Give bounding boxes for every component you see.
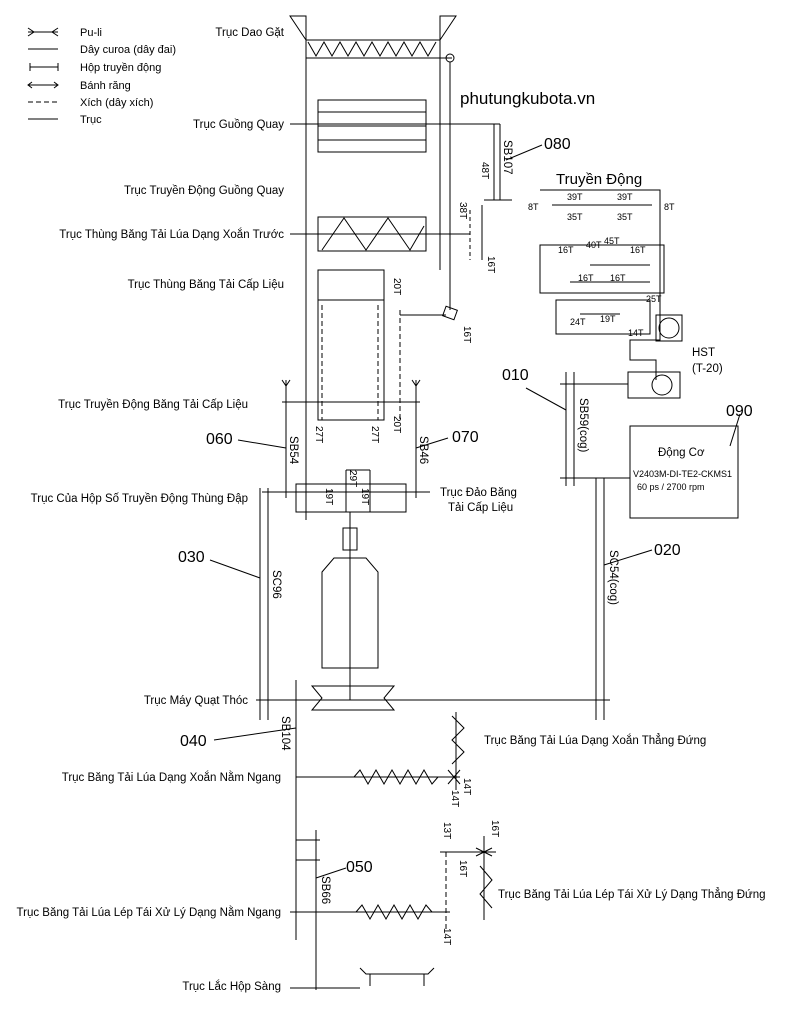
legend-symbols bbox=[27, 27, 59, 120]
trans-16t-3: 16T bbox=[578, 273, 594, 283]
gear-16t-c: 16T bbox=[489, 820, 500, 837]
label-tailing-h-shaft: Trục Băng Tải Lúa Lép Tái Xử Lý Dạng Nằm… bbox=[17, 906, 281, 919]
trans-14t: 14T bbox=[628, 328, 644, 338]
label-cutter-shaft: Trục Dao Gặt bbox=[215, 27, 284, 39]
belt-sb54: SB54 bbox=[287, 436, 299, 465]
belt-sc54: SC54(cog) bbox=[607, 550, 619, 605]
label-grain-v-auger-shaft: Trục Băng Tải Lúa Dạng Xoắn Thẳng Đứng bbox=[484, 734, 706, 747]
engine-spec: 60 ps / 2700 rpm bbox=[637, 482, 705, 492]
feeder-drive-shaft bbox=[281, 379, 421, 498]
belt-sb46: SB46 bbox=[417, 436, 429, 464]
label-feeder-house-shaft: Trục Thùng Băng Tải Cấp Liệu bbox=[128, 279, 284, 291]
label-reel-drive-shaft: Trục Truyền Động Guồng Quay bbox=[124, 185, 284, 197]
legend-gear-label: Bánh răng bbox=[80, 80, 131, 92]
trans-35t-left: 35T bbox=[567, 212, 583, 222]
engine-name: Động Cơ bbox=[658, 447, 705, 459]
label-feeder-reverse-line2: Tải Cấp Liệu bbox=[448, 502, 513, 514]
gear-19t-b: 19T bbox=[359, 488, 370, 505]
sieve bbox=[290, 967, 435, 989]
trans-40t: 40T bbox=[586, 240, 602, 250]
legend-gearbox-label: Hộp truyền động bbox=[80, 62, 161, 74]
front-auger bbox=[290, 216, 470, 252]
trans-25t: 25T bbox=[646, 294, 662, 304]
label-feeder-reverse-line1: Trục Đảo Băng bbox=[440, 487, 517, 499]
legend-belt-label: Dây curoa (dây đai) bbox=[80, 44, 176, 56]
trans-8t-right: 8T bbox=[664, 202, 675, 212]
gear-14t-b: 14T bbox=[449, 790, 460, 807]
legend-shaft-label: Trục bbox=[80, 114, 102, 126]
code-060: 060 bbox=[206, 431, 233, 448]
gear-16t-b: 16T bbox=[461, 326, 472, 343]
gear-20t-a: 20T bbox=[391, 278, 402, 295]
label-thresher-gearbox-shaft: Trục Của Hộp Số Truyền Động Thùng Đập bbox=[31, 493, 248, 505]
gear-14t-c: 14T bbox=[441, 928, 452, 945]
site-watermark: phutungkubota.vn bbox=[460, 89, 595, 108]
legend-pulley-label: Pu-li bbox=[80, 27, 102, 39]
label-grain-h-auger-shaft: Trục Băng Tải Lúa Dạng Xoắn Nằm Ngang bbox=[62, 771, 281, 784]
gear-38t: 38T bbox=[457, 202, 468, 219]
trans-45t: 45T bbox=[604, 236, 620, 246]
transmission-block bbox=[539, 189, 683, 399]
gear-16t-d: 16T bbox=[457, 860, 468, 877]
legend-chain-label: Xích (dây xích) bbox=[80, 97, 153, 109]
label-feeder-drive-shaft: Trục Truyền Động Băng Tải Cấp Liệu bbox=[58, 399, 248, 411]
trans-39t-right: 39T bbox=[617, 192, 633, 202]
sb107-belt bbox=[469, 124, 512, 260]
gear-19t-a: 19T bbox=[323, 488, 334, 505]
code-020: 020 bbox=[654, 542, 681, 559]
label-tailing-v-shaft: Trục Băng Tải Lúa Lép Tái Xử Lý Dạng Thẳ… bbox=[498, 888, 766, 901]
belt-sb66: SB66 bbox=[319, 876, 331, 904]
belt-sc96: SC96 bbox=[270, 570, 282, 599]
hst-model: (T-20) bbox=[692, 363, 723, 375]
label-sieve-shaft: Trục Lắc Hộp Sàng bbox=[182, 980, 281, 993]
label-reel-shaft: Trục Guồng Quay bbox=[193, 119, 284, 131]
belt-sb107: SB107 bbox=[501, 140, 513, 175]
gear-14t-a: 14T bbox=[461, 778, 472, 795]
gear-27t-b: 27T bbox=[369, 426, 380, 443]
gear-16t-a: 16T bbox=[485, 256, 496, 273]
code-070: 070 bbox=[452, 429, 479, 446]
trans-16t-1: 16T bbox=[558, 245, 574, 255]
engine-belts bbox=[560, 372, 630, 720]
engine-model: V2403M-DI-TE2-CKMS1 bbox=[633, 469, 732, 479]
grain-horizontal-auger bbox=[296, 712, 465, 790]
gear-27t-a: 27T bbox=[313, 426, 324, 443]
belt-sb104: SB104 bbox=[279, 716, 291, 751]
trans-35t-right: 35T bbox=[617, 212, 633, 222]
trans-16t-4: 16T bbox=[610, 273, 626, 283]
feeder-house bbox=[317, 269, 458, 421]
trans-39t-left: 39T bbox=[567, 192, 583, 202]
code-050: 050 bbox=[346, 859, 373, 876]
gear-13t: 13T bbox=[441, 822, 452, 839]
reel bbox=[290, 99, 500, 153]
gear-20t-b: 20T bbox=[391, 416, 402, 433]
trans-8t-left: 8T bbox=[528, 202, 539, 212]
code-010: 010 bbox=[502, 367, 529, 384]
transmission-title: Truyền Động bbox=[556, 171, 642, 188]
thresher-gearbox bbox=[262, 469, 430, 700]
gear-29t: 29T bbox=[347, 470, 358, 487]
code-090: 090 bbox=[726, 403, 753, 420]
trans-16t-2: 16T bbox=[630, 245, 646, 255]
code-leaders bbox=[209, 144, 741, 879]
code-030: 030 bbox=[178, 549, 205, 566]
fan-shaft bbox=[256, 488, 610, 940]
threshing-drum bbox=[321, 557, 379, 669]
belt-sb59: SB59(cog) bbox=[577, 398, 589, 453]
tailing-conveyors bbox=[290, 830, 496, 990]
code-040: 040 bbox=[180, 733, 207, 750]
header-frame bbox=[289, 15, 457, 520]
trans-19t: 19T bbox=[600, 314, 616, 324]
code-080: 080 bbox=[544, 136, 571, 153]
label-front-auger-shaft: Trục Thùng Băng Tải Lúa Dạng Xoắn Trước bbox=[59, 228, 284, 241]
engine bbox=[629, 425, 739, 519]
gear-48t: 48T bbox=[479, 162, 490, 179]
trans-24t: 24T bbox=[570, 317, 586, 327]
hst-name: HST bbox=[692, 347, 715, 359]
label-fan-shaft: Trục Máy Quạt Thóc bbox=[144, 695, 248, 707]
